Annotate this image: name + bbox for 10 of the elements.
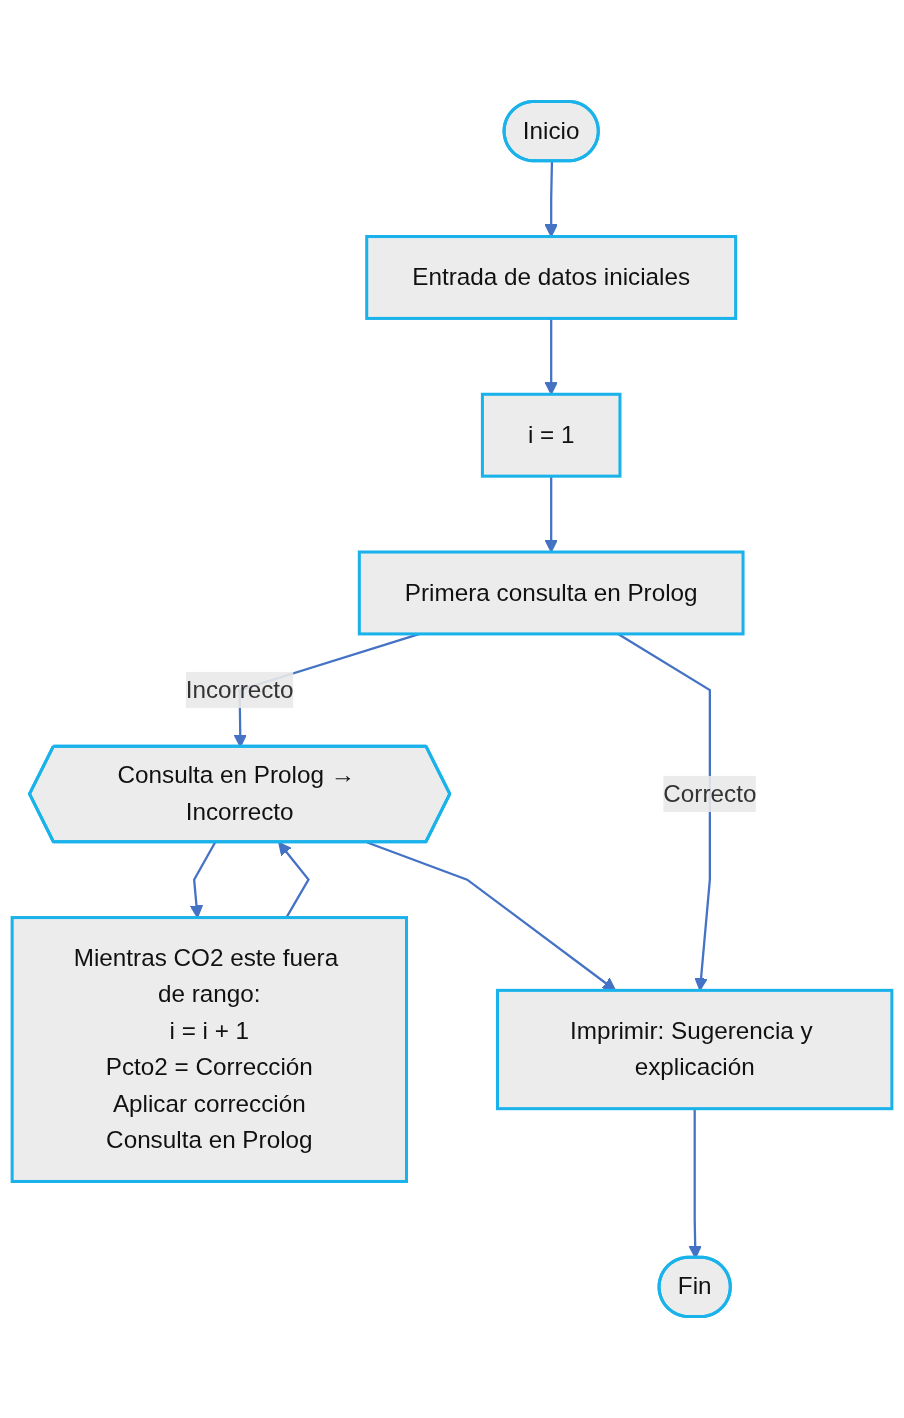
node-box: Imprimir: Sugerencia y explicación <box>496 988 894 1111</box>
arrow <box>544 318 558 395</box>
node-box: i = 1 <box>480 392 622 478</box>
edge-label: Correcto <box>663 780 757 807</box>
arrow <box>366 841 617 991</box>
node-box: Primera consulta en Prolog <box>357 550 745 636</box>
node-box: Entrada de datos iniciales <box>365 235 738 320</box>
edge-label: Incorrecto <box>185 676 294 703</box>
node-box: Mientras CO2 este fuera de rango: i = i + 1 Pcto2 = Corrección Aplicar corrección Consulta en Prolog <box>10 916 408 1183</box>
arrow <box>544 476 558 553</box>
